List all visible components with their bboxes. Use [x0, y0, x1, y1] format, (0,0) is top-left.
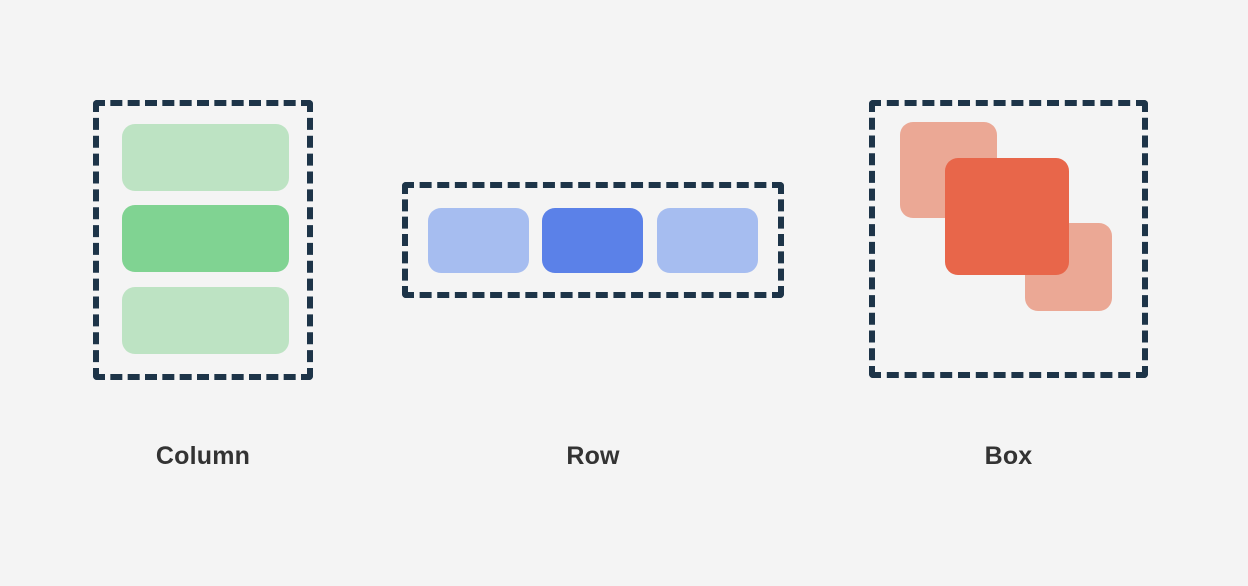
- box-label: Box: [984, 442, 1033, 470]
- column-child-1: [122, 124, 289, 191]
- column-label: Column: [155, 442, 251, 470]
- row-child-2: [542, 208, 643, 273]
- row-container-outline: [402, 182, 784, 298]
- column-container-outline: [93, 100, 313, 380]
- box-child-main: [945, 158, 1069, 275]
- row-layout-group: [402, 182, 784, 298]
- row-label: Row: [566, 442, 620, 470]
- box-container-outline: [869, 100, 1148, 378]
- column-child-3: [122, 287, 289, 354]
- column-layout-group: [93, 100, 313, 380]
- box-layout-group: [869, 100, 1148, 378]
- row-child-1: [428, 208, 529, 273]
- row-child-3: [657, 208, 758, 273]
- column-child-2: [122, 205, 289, 272]
